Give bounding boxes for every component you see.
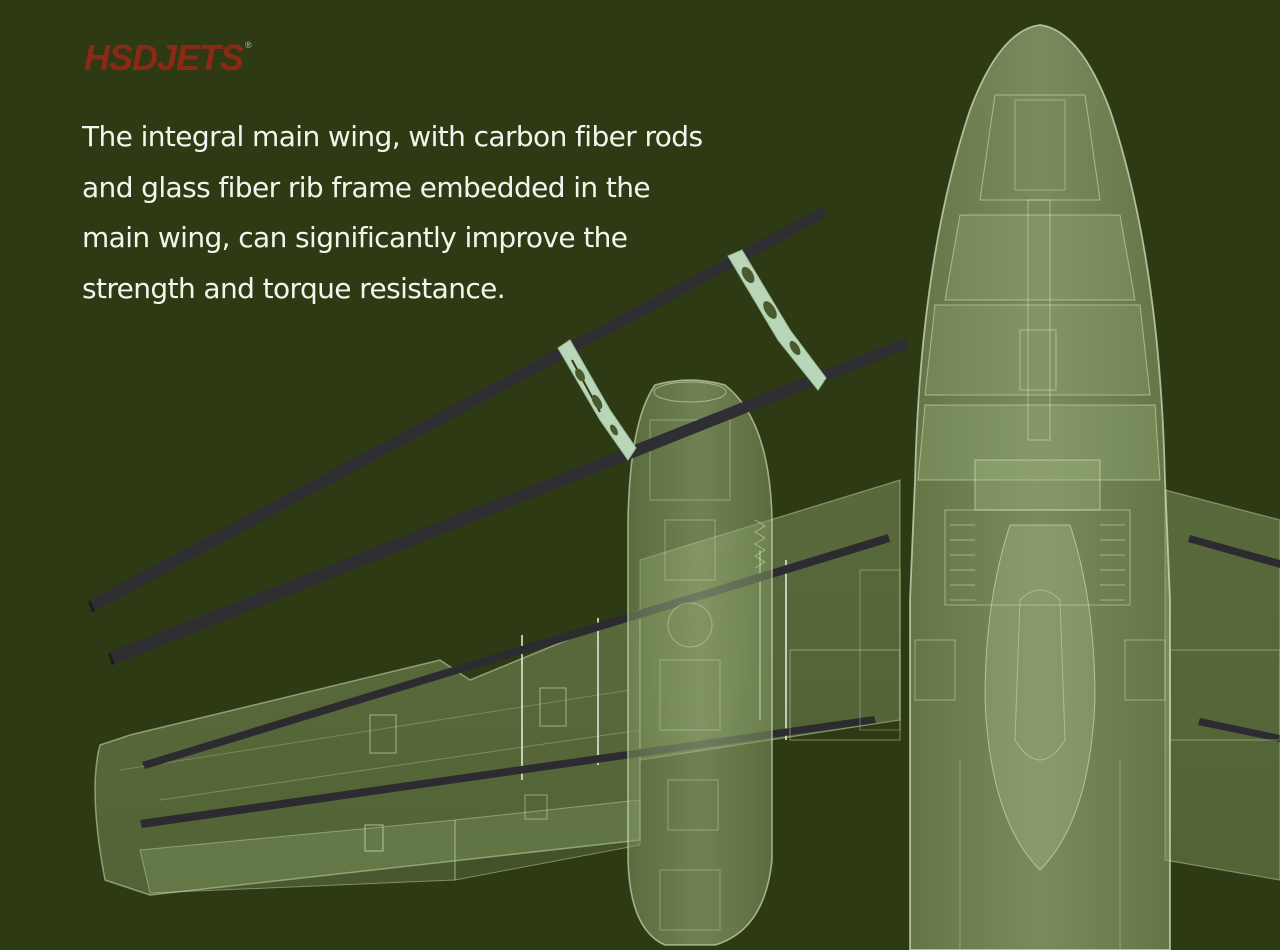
wing-root-structure	[789, 569, 1280, 741]
exploded-carbon-fiber-rods	[88, 207, 910, 665]
feature-description: The integral main wing, with carbon fibe…	[82, 120, 703, 305]
fuselage-shell	[909, 24, 1171, 950]
hsdjets-logo: HSDJETS ®	[84, 38, 252, 78]
exploded-glass-fiber-ribs	[557, 249, 827, 461]
logo-wordmark: HSDJETS	[84, 37, 244, 78]
registered-mark: ®	[245, 40, 252, 50]
engine-nacelle	[627, 379, 773, 946]
